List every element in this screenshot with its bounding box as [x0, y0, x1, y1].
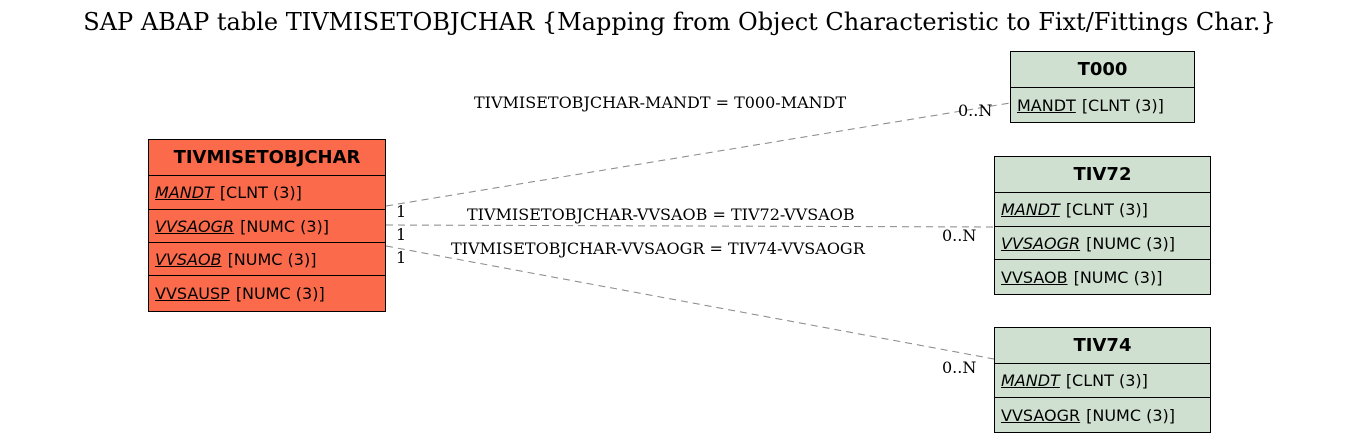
field-name: MANDT: [1017, 95, 1076, 115]
entity-tiv74[interactable]: TIV74 MANDT [CLNT (3)] VVSAOGR [NUMC (3)…: [994, 327, 1211, 433]
field-type: [NUMC (3)]: [235, 284, 325, 303]
field-type: [NUMC (3)]: [227, 249, 317, 269]
relation-label-tiv74: TIVMISETOBJCHAR-VVSAOGR = TIV74-VVSAOGR: [451, 239, 865, 258]
field-row: MANDT [CLNT (3)]: [1011, 88, 1194, 122]
cardinality-to-tiv72: 0..N: [942, 226, 977, 245]
field-row: VVSAOB [NUMC (3)]: [149, 243, 385, 276]
entity-header: TIV72: [995, 157, 1210, 193]
field-type: [CLNT (3)]: [1081, 95, 1164, 115]
field-type: [NUMC (3)]: [1086, 405, 1176, 425]
field-type: [CLNT (3)]: [1065, 371, 1148, 390]
relation-line-tiv72: [385, 224, 995, 228]
entity-tiv72[interactable]: TIV72 MANDT [CLNT (3)] VVSAOGR [NUMC (3)…: [994, 156, 1211, 295]
field-row: VVSAOGR [NUMC (3)]: [149, 210, 385, 243]
relation-line-tiv74: [385, 245, 995, 360]
field-row: VVSAOB [NUMC (3)]: [995, 260, 1210, 294]
entity-header: T000: [1011, 52, 1194, 88]
cardinality-from-t000: 1: [396, 202, 407, 221]
entity-header: TIV74: [995, 328, 1210, 364]
field-row: MANDT [CLNT (3)]: [995, 364, 1210, 398]
cardinality-to-tiv74: 0..N: [942, 358, 977, 377]
field-name: VVSAOB: [1001, 267, 1068, 287]
field-row: VVSAOGR [NUMC (3)]: [995, 398, 1210, 432]
field-name: VVSAOGR: [155, 216, 235, 236]
relation-label-t000: TIVMISETOBJCHAR-MANDT = T000-MANDT: [474, 93, 847, 112]
field-name: VVSAOB: [155, 249, 222, 269]
field-row: VVSAUSP [NUMC (3)]: [149, 276, 385, 311]
relation-label-tiv72: TIVMISETOBJCHAR-VVSAOB = TIV72-VVSAOB: [467, 205, 855, 224]
field-name: VVSAOGR: [1001, 233, 1081, 253]
relation-line-t000: [385, 102, 1011, 207]
field-type: [CLNT (3)]: [1065, 200, 1148, 219]
field-type: [NUMC (3)]: [1086, 233, 1175, 253]
cardinality-from-tiv74: 1: [396, 248, 407, 267]
entity-header: TIVMISETOBJCHAR: [149, 140, 385, 176]
cardinality-from-tiv72: 1: [396, 225, 407, 244]
field-type: [CLNT (3)]: [219, 183, 302, 202]
field-row: VVSAOGR [NUMC (3)]: [995, 227, 1210, 260]
diagram-title: SAP ABAP table TIVMISETOBJCHAR {Mapping …: [83, 8, 1276, 36]
field-row: MANDT [CLNT (3)]: [995, 193, 1210, 227]
field-name: MANDT: [1001, 200, 1060, 219]
field-row: MANDT [CLNT (3)]: [149, 176, 385, 210]
entity-t000[interactable]: T000 MANDT [CLNT (3)]: [1010, 51, 1195, 123]
field-name: VVSAUSP: [155, 284, 230, 303]
entity-tivmisetobjchar[interactable]: TIVMISETOBJCHAR MANDT [CLNT (3)] VVSAOGR…: [148, 139, 386, 312]
field-type: [NUMC (3)]: [1073, 267, 1163, 287]
field-name: VVSAOGR: [1001, 405, 1081, 425]
field-type: [NUMC (3)]: [240, 216, 329, 236]
cardinality-to-t000: 0..N: [958, 101, 993, 120]
field-name: MANDT: [155, 183, 214, 202]
field-name: MANDT: [1001, 371, 1060, 390]
